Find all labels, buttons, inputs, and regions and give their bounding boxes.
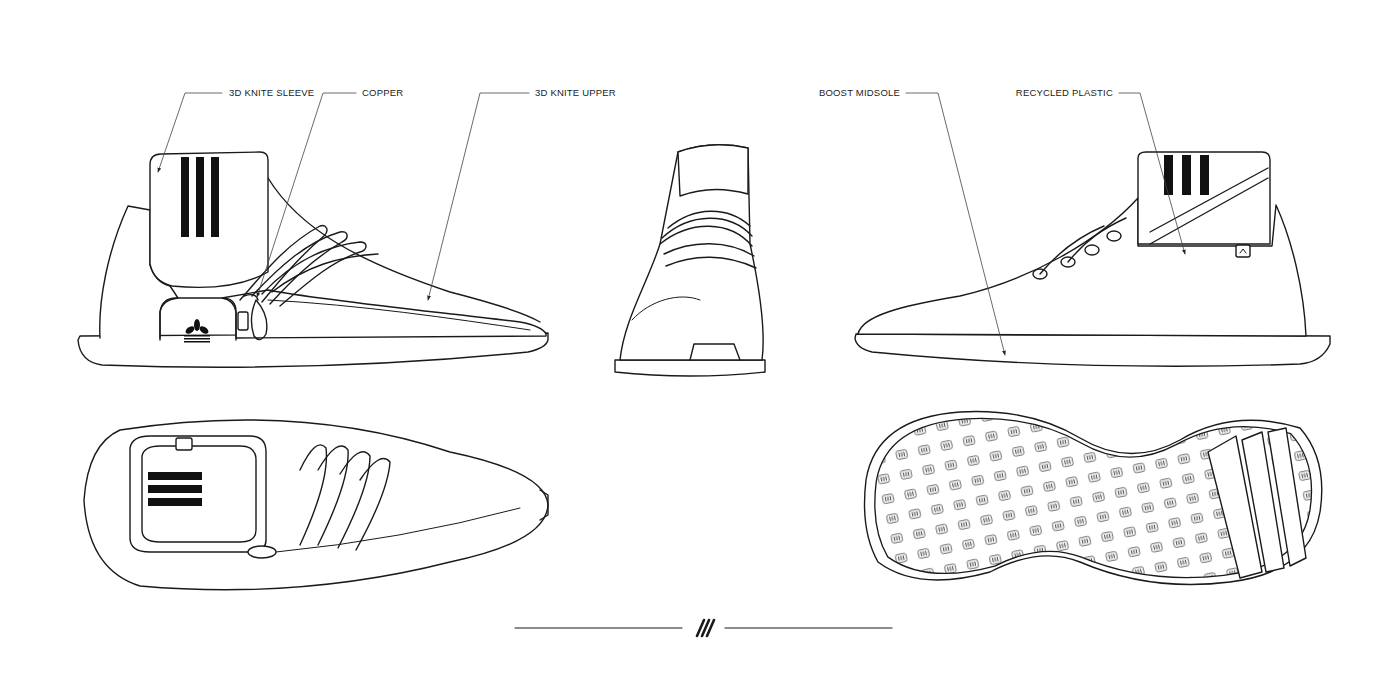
- sketch-line: [1236, 245, 1250, 257]
- part-label: 3D KNITE UPPER: [534, 87, 617, 99]
- medial-view: [855, 152, 1330, 366]
- front-view: [615, 145, 765, 376]
- sketch-line: [268, 300, 530, 330]
- part-label: BOOST MIDSOLE: [818, 87, 901, 99]
- sketch-line: [142, 446, 256, 542]
- sketch-line: [318, 446, 348, 545]
- trefoil-logo: [184, 319, 210, 343]
- sketch-line: [1164, 155, 1209, 195]
- sketch-line: [248, 546, 276, 558]
- sketch-line: [678, 145, 748, 196]
- sketch-line: [1164, 155, 1173, 195]
- sketch-line: [148, 472, 202, 506]
- lateral-view: [78, 152, 548, 367]
- footer-mark: [515, 620, 892, 636]
- part-label: COPPER: [361, 87, 404, 99]
- sketch-line: [148, 485, 202, 493]
- sketch-line: [690, 344, 740, 360]
- sketch-line: [262, 242, 366, 306]
- sketch-line: [184, 335, 210, 337]
- sketch-line: [615, 360, 765, 376]
- sketch-line: [540, 490, 548, 520]
- sketch-line: [1119, 93, 1185, 254]
- sketch-line: [257, 93, 356, 297]
- sketch-line: [1182, 155, 1191, 195]
- sketch-line: [238, 312, 248, 330]
- sketch-line: [184, 338, 210, 340]
- sketch-line: [725, 627, 892, 628]
- sketch-line: [1240, 249, 1246, 253]
- sketch-line: [130, 436, 266, 552]
- sketch-line: [150, 152, 268, 287]
- sketch-line: [300, 445, 326, 545]
- sketch-line: [196, 157, 204, 237]
- sketch-line: [356, 459, 390, 550]
- top-view: [84, 420, 548, 590]
- sketch-line: [181, 157, 219, 237]
- sketch-line: [198, 325, 210, 336]
- sketch-line: [855, 334, 1330, 366]
- sketch-line: [176, 438, 192, 450]
- sketch-line: [244, 295, 258, 300]
- sketch-line: [620, 145, 763, 360]
- sketch-line: [148, 472, 202, 480]
- part-label: RECYCLED PLASTIC: [1015, 87, 1114, 99]
- sketch-line: [428, 93, 529, 300]
- leader-lines: [158, 93, 1185, 355]
- sketch-line: [1200, 155, 1209, 195]
- sketch-line: [1040, 226, 1104, 274]
- sketch-line: [865, 412, 1322, 585]
- sketch-line: [181, 157, 189, 237]
- sketch-line: [78, 93, 1330, 636]
- sketch-line: [1150, 178, 1268, 244]
- sketch-line: [148, 498, 202, 506]
- sketch-line: [1068, 218, 1126, 262]
- sketch-line: [668, 211, 750, 228]
- sketch-line: [632, 297, 700, 320]
- sketch-line: [160, 298, 236, 340]
- sketch-line: [194, 319, 200, 331]
- sketch-line: [276, 508, 520, 552]
- sketch-line: [272, 254, 378, 292]
- sketch-line: [906, 93, 1005, 355]
- sketch-line: [184, 341, 210, 343]
- sketch-line: [1107, 231, 1121, 241]
- sketch-line: [84, 420, 548, 590]
- sketch-line: [1085, 245, 1099, 255]
- sketch-line: [666, 257, 756, 268]
- sketch-line: [211, 157, 219, 237]
- sketch-line: [707, 620, 714, 636]
- sketch-line: [664, 244, 754, 256]
- sketch-line: [662, 218, 752, 238]
- sketch-line: [251, 300, 266, 340]
- sketch-line: [158, 93, 222, 172]
- sketch-line: [1150, 168, 1268, 232]
- sketch-line: [1268, 428, 1306, 566]
- sketch-line: [1033, 231, 1121, 279]
- sketch-line: [875, 418, 1312, 577]
- part-label: 3D KNITE SLEEVE: [228, 87, 315, 99]
- sketch-line: [1138, 152, 1270, 244]
- sketch-line: [515, 627, 682, 628]
- outsole-view: [865, 412, 1322, 585]
